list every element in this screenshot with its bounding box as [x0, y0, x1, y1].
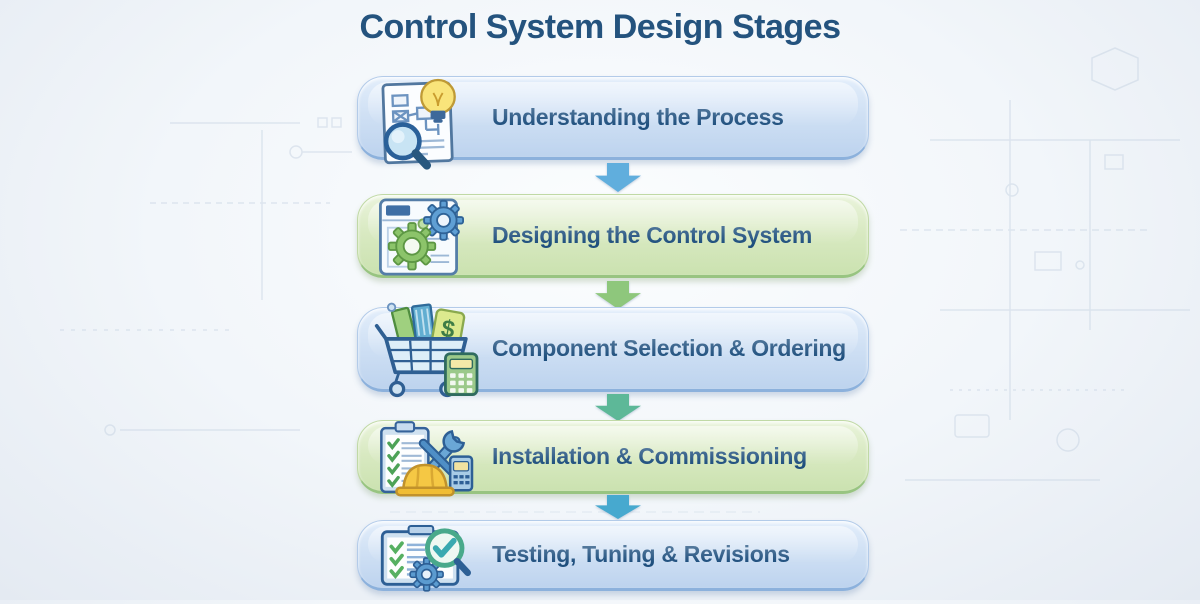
page-title: Control System Design Stages	[0, 8, 1200, 47]
stage-testing-tuning-revisions: Testing, Tuning & Revisions	[357, 520, 869, 591]
flow-arrow-down-icon	[595, 163, 641, 192]
stage-label: Testing, Tuning & Revisions	[492, 541, 790, 568]
checklist-gear-magnifier-check-icon	[368, 512, 482, 604]
stage-label: Installation & Commissioning	[492, 443, 807, 470]
flow-arrow-down-icon	[595, 495, 641, 519]
stage-label: Designing the Control System	[492, 222, 812, 249]
window-gears-icon	[368, 185, 482, 289]
stage-component-selection-ordering: $	[357, 307, 869, 392]
stage-installation-commissioning: Installation & Commissioning	[357, 420, 869, 494]
stage-label: Understanding the Process	[492, 104, 784, 131]
stage-designing-the-control-system: Designing the Control System	[357, 194, 869, 278]
clipboard-tools-hardhat-icon	[368, 413, 482, 507]
document-flowchart-lightbulb-magnifier-icon	[368, 67, 482, 171]
flow-arrow-down-icon	[595, 281, 641, 309]
stage-understanding-the-process: Understanding the Process	[357, 76, 869, 160]
shopping-cart-calculator-icon: $	[368, 298, 482, 402]
flow-arrow-down-icon	[595, 394, 641, 421]
stage-label: Component Selection & Ordering	[492, 335, 846, 362]
